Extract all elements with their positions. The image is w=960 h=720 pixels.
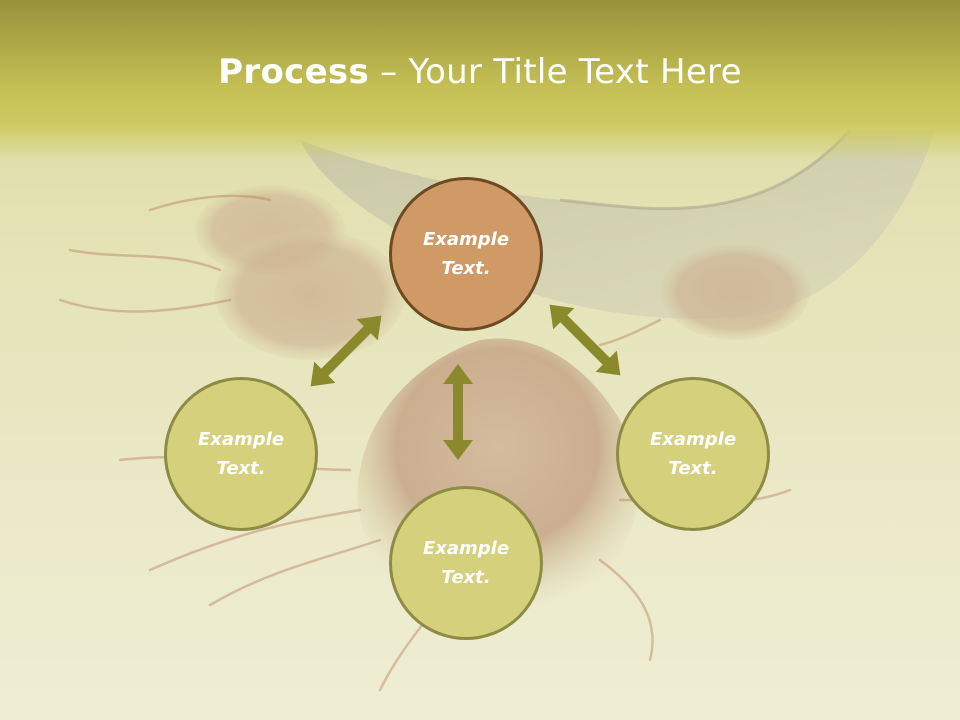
node-right: Example Text. <box>616 377 770 531</box>
node-left-label: Example Text. <box>197 429 285 479</box>
node-bottom: Example Text. <box>389 486 543 640</box>
node-bottom-label: Example Text. <box>422 538 510 588</box>
title-rest: – Your Title Text Here <box>369 52 742 92</box>
title-band <box>0 0 960 160</box>
arrow-center-left <box>310 315 382 387</box>
center-node: Example Text. <box>389 177 543 331</box>
arrow-center-bottom <box>443 364 473 460</box>
node-right-label: Example Text. <box>649 429 737 479</box>
node-left: Example Text. <box>164 377 318 531</box>
title-bold: Process <box>218 52 370 92</box>
arrow-center-right <box>549 304 621 376</box>
center-node-label: Example Text. <box>422 229 510 279</box>
page-title: Process – Your Title Text Here <box>0 52 960 92</box>
